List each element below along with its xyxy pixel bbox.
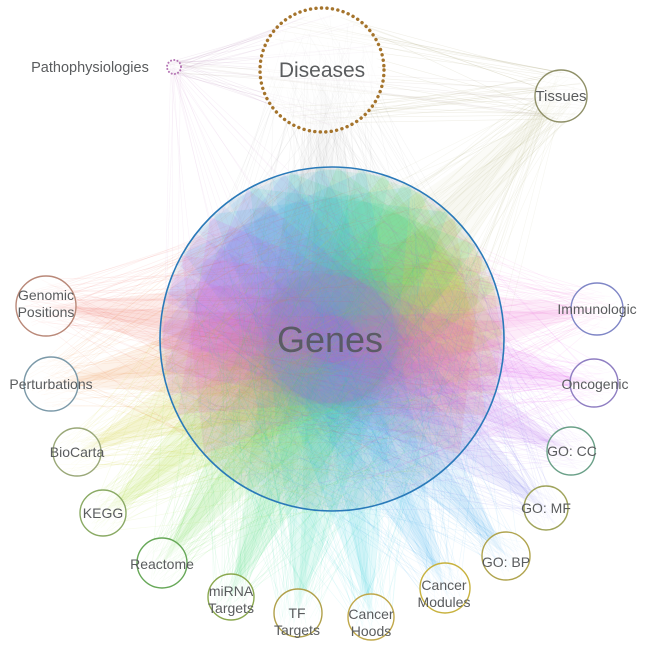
node-immunologic[interactable]	[570, 282, 624, 336]
edges-genomic_positions-genes	[19, 187, 478, 484]
node-mirna_targets[interactable]	[207, 573, 255, 621]
label-diseases: Diseases	[279, 59, 365, 82]
edges-tf_targets-genes	[189, 180, 486, 632]
label-pathophysiologies: Pathophysiologies	[31, 60, 149, 76]
edges-go_bp-genes	[174, 179, 526, 579]
fan-go_mf	[177, 205, 546, 508]
label-biocarta: BioCarta	[50, 444, 105, 460]
label-go_cc: GO: CC	[547, 443, 597, 459]
fan-go_bp	[166, 167, 506, 556]
node-layer	[15, 6, 624, 641]
node-go_bp[interactable]	[481, 531, 531, 581]
fan-tf_targets	[298, 167, 390, 613]
fan-go_cc	[164, 233, 571, 451]
label-tissues: Tissues	[535, 88, 586, 105]
edge-line-layer	[19, 13, 619, 636]
label-perturbations: Perturbations	[9, 376, 92, 392]
fan-go_bp	[197, 184, 507, 557]
fan-go_cc	[162, 189, 571, 451]
edges-cancer_modules-genes	[161, 193, 488, 610]
node-tf_targets[interactable]	[273, 588, 323, 638]
fan-mirna_targets	[231, 169, 429, 597]
node-diseases[interactable]	[258, 6, 386, 134]
fan-biocarta	[77, 236, 501, 452]
genes-circle-fill	[160, 167, 504, 511]
fan-diseases	[237, 70, 438, 483]
edges-immunologic-genes	[162, 172, 619, 483]
label-reactome: Reactome	[130, 556, 194, 572]
fan-reactome	[162, 182, 464, 564]
node-reactome[interactable]	[136, 537, 188, 589]
node-go_mf[interactable]	[523, 485, 569, 531]
fan-tissues	[189, 96, 561, 487]
node-tissues[interactable]	[534, 69, 588, 123]
fan-biocarta	[77, 190, 501, 452]
label-genes: Genes	[277, 319, 383, 360]
label-go_mf: GO: MF	[521, 500, 571, 516]
fan-kegg	[103, 174, 504, 513]
fan-oncogenic	[177, 217, 594, 415]
fan-perturbations	[51, 218, 487, 416]
fan-oncogenic	[160, 274, 595, 383]
edges-perturbations-genes	[27, 169, 478, 503]
node-cancer_hoods[interactable]	[347, 593, 395, 641]
center-node-layer	[159, 166, 505, 512]
fan-tf_targets	[250, 187, 449, 613]
fan-go_mf	[160, 173, 546, 508]
label-oncogenic: Oncogenic	[562, 376, 629, 392]
edges-reactome-genes	[140, 188, 500, 583]
node-cancer_modules[interactable]	[419, 562, 471, 614]
fan-immunologic	[160, 309, 597, 396]
node-genes[interactable]	[159, 166, 505, 512]
node-oncogenic[interactable]	[569, 358, 619, 408]
node-pathophysiologies[interactable]	[166, 59, 182, 75]
node-biocarta[interactable]	[52, 427, 102, 477]
fan-cancer_modules	[183, 170, 445, 588]
edges-go_mf-genes	[169, 184, 565, 528]
label-go_bp: GO: BP	[482, 554, 530, 570]
node-kegg[interactable]	[79, 489, 127, 537]
fan-cancer_modules	[228, 170, 445, 588]
fan-mirna_targets	[231, 172, 477, 597]
fan-tissues	[163, 96, 562, 510]
fan-cancer_hoods	[271, 167, 371, 617]
fan-genomic_positions	[46, 255, 483, 455]
edges-tissues-genes	[171, 71, 584, 479]
node-go_cc[interactable]	[546, 426, 596, 476]
fan-perturbations	[51, 275, 504, 384]
fan-kegg	[103, 207, 489, 513]
fan-reactome	[162, 167, 497, 563]
label-immunologic: Immunologic	[557, 301, 636, 317]
edge-fan-layer	[46, 70, 597, 617]
edges-kegg-genes	[85, 190, 490, 534]
fan-cancer_hoods	[213, 186, 412, 617]
base-layer	[160, 167, 504, 511]
label-kegg: KEGG	[83, 505, 123, 521]
edges-diseases-tissues	[266, 17, 585, 124]
fan-immunologic	[181, 255, 597, 455]
node-perturbations[interactable]	[23, 356, 79, 412]
node-genomic_positions[interactable]	[15, 275, 77, 337]
